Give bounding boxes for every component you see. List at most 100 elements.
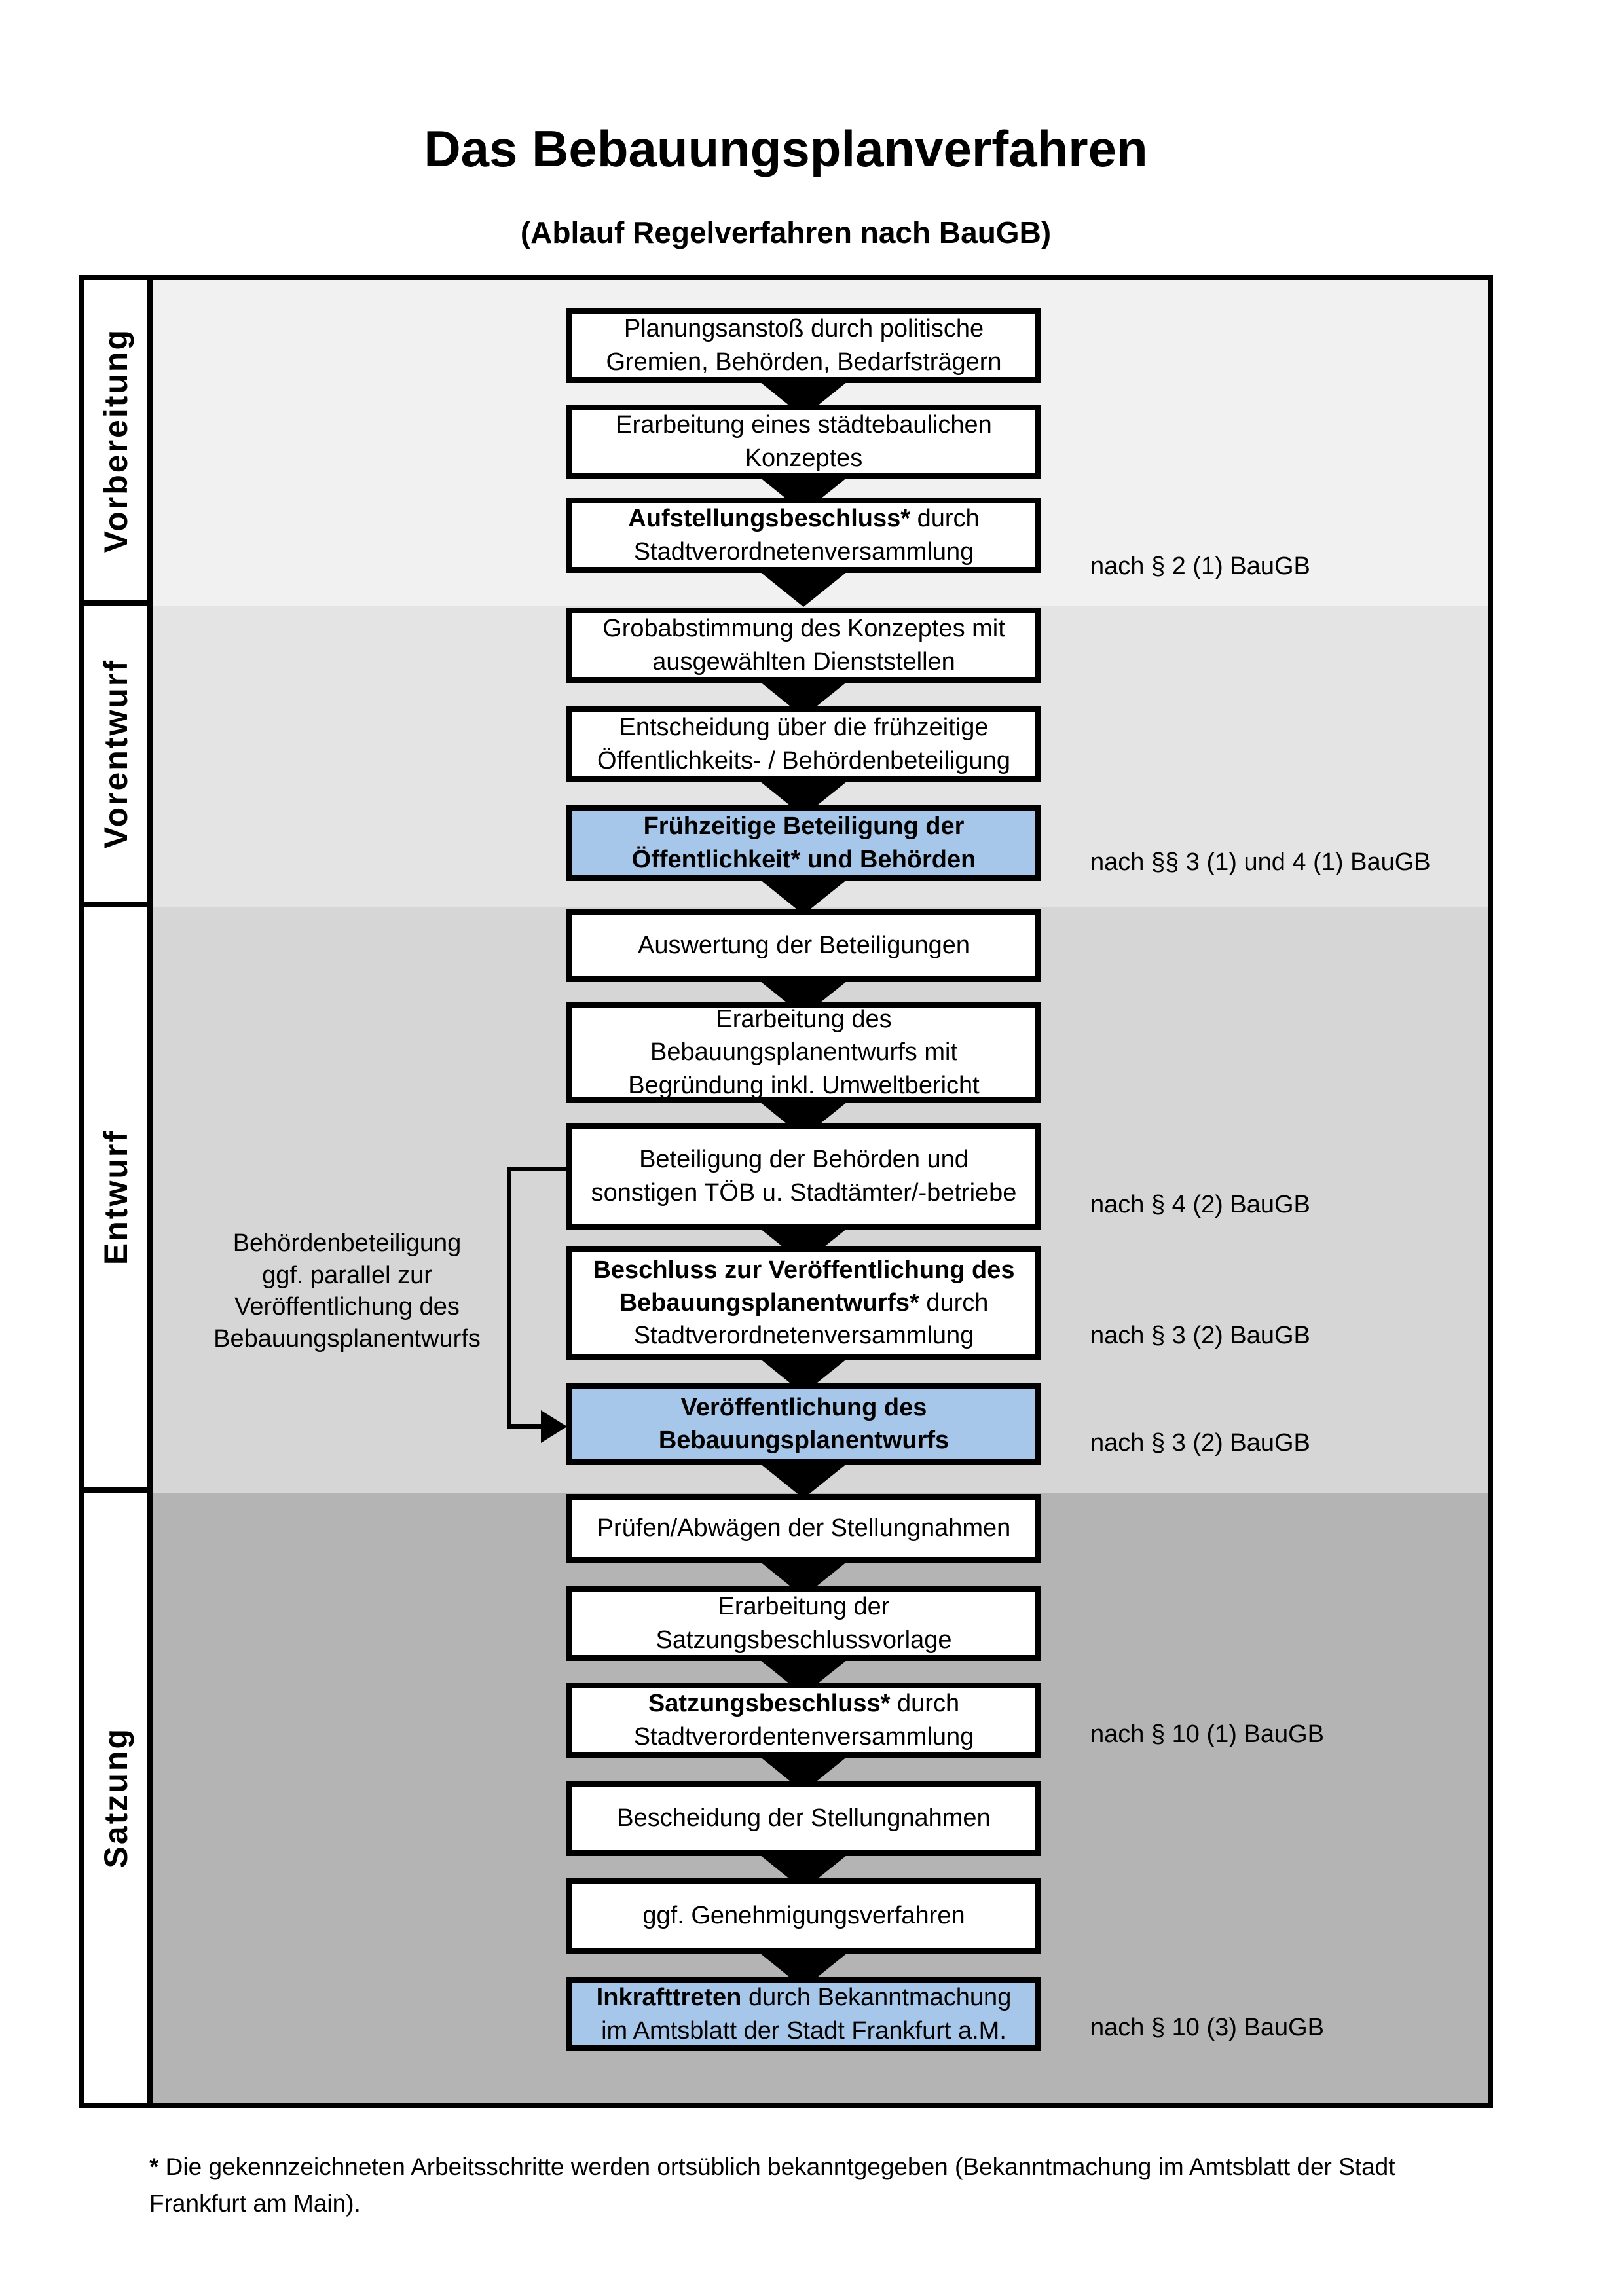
- flow-step-text-segment: Prüfen/Abwägen der Stellungnahmen: [597, 1514, 1011, 1542]
- flow-step-text-segment: Bebauungsplanentwurfs: [658, 1427, 950, 1454]
- flow-step-text-segment: Beschluss zur Veröffentlichung des: [593, 1256, 1015, 1284]
- connector-line-top: [507, 1167, 567, 1171]
- flow-step-text-line: Veröffentlichung des: [681, 1391, 927, 1424]
- flow-step-text-line: Satzungsbeschlussvorlage: [655, 1624, 951, 1656]
- flow-step-text-segment: Veröffentlichung des: [680, 1393, 927, 1421]
- parallel-procedure-note-line: Behördenbeteiligung: [232, 1230, 462, 1257]
- flow-step-auswertung: Auswertung der Beteiligungen: [566, 909, 1041, 982]
- flow-step-text-segment: Begründung inkl. Umweltbericht: [628, 1071, 980, 1099]
- connector-arrowhead-icon: [541, 1410, 567, 1443]
- connector-line-bottom: [507, 1424, 545, 1429]
- flow-step-text-line: Inkrafttreten durch Bekanntmachung: [597, 1981, 1012, 2014]
- flow-step-text-segment: Entscheidung über die frühzeitige: [619, 714, 989, 742]
- down-arrow-icon: [756, 877, 851, 915]
- flow-step-text-line: Prüfen/Abwägen der Stellungnahmen: [597, 1512, 1011, 1544]
- page-title: Das Bebauungsplanverfahren: [424, 120, 1148, 177]
- flow-step-text-segment: Öffentlichkeits- / Behördenbeteiligung: [597, 746, 1010, 774]
- footnote-line2: Frankfurt am Main).: [149, 2189, 361, 2217]
- flow-step-text-segment: Erarbeitung eines städtebaulichen: [616, 411, 992, 439]
- flow-step-text-segment: sonstigen TÖB u. Stadtämter/-betriebe: [591, 1178, 1017, 1207]
- flow-step-text-line: im Amtsblatt der Stadt Frankfurt a.M.: [601, 2014, 1006, 2047]
- flow-step-text-segment: Aufstellungsbeschluss*: [628, 505, 911, 533]
- flow-step-text-line: Begründung inkl. Umweltbericht: [628, 1069, 980, 1102]
- flow-step-text-segment: durch: [910, 505, 980, 533]
- flow-step-text-segment: Auswertung der Beteiligungen: [637, 931, 970, 959]
- flow-step-text-line: ggf. Genehmigungsverfahren: [642, 1899, 965, 1932]
- flow-step-text-line: Stadtverordnetenversammlung: [634, 1319, 974, 1352]
- flow-step-text-line: Frühzeitige Beteiligung der: [644, 810, 965, 843]
- flow-step-text-line: Planungsanstoß durch politische: [624, 312, 984, 345]
- footnote: * Die gekennzeichneten Arbeitsschritte w…: [149, 2149, 1551, 2221]
- flow-step-grobabstimmung: Grobabstimmung des Konzeptes mit ausgewäh…: [566, 608, 1041, 683]
- flow-step-text-line: Beteiligung der Behörden und: [639, 1143, 969, 1176]
- flow-step-text-segment: Inkrafttreten: [596, 1984, 742, 2012]
- flow-step-text-segment: Planungsanstoß durch politische: [623, 315, 984, 343]
- footnote-text1: Die gekennzeichneten Arbeitsschritte wer…: [158, 2153, 1395, 2180]
- phase-sidebar-cell: Vorbereitung: [84, 280, 153, 606]
- flowchart-frame: Vorbereitung Vorentwurf Entwurf Satzung: [79, 275, 1493, 2108]
- flow-step-text-segment: durch Bekanntmachung: [741, 1984, 1012, 2012]
- phase-sidebar-cell: Satzung: [84, 1493, 153, 2103]
- flow-step-text-line: Stadtverordnetenversammlung: [634, 536, 974, 568]
- flow-step-text-segment: Öffentlichkeit* und Behörden: [631, 845, 976, 873]
- law-reference-inkrafttreten: nach § 10 (3) BauGB: [1090, 2014, 1324, 2041]
- law-reference-veroeffentlichung: nach § 3 (2) BauGB: [1090, 1429, 1310, 1457]
- flow-step-text-line: Aufstellungsbeschluss* durch: [628, 502, 979, 535]
- flow-step-text-line: Erarbeitung der: [718, 1590, 890, 1623]
- flow-step-text-segment: Bebauungsplanentwurfs*: [619, 1288, 919, 1317]
- flow-step-text-line: Bebauungsplanentwurfs* durch: [619, 1286, 989, 1319]
- flow-step-text-line: sonstigen TÖB u. Stadtämter/-betriebe: [591, 1176, 1017, 1209]
- flow-step-text-line: Entscheidung über die frühzeitige: [619, 711, 988, 744]
- flow-step-text-segment: Konzeptes: [745, 444, 863, 472]
- flow-step-text-segment: Bescheidung der Stellungnahmen: [617, 1804, 991, 1832]
- flow-step-text-segment: ausgewählten Dienststellen: [652, 647, 955, 676]
- flow-step-text-segment: Erarbeitung der: [718, 1593, 890, 1621]
- flow-step-text-segment: Erarbeitung des: [716, 1006, 892, 1034]
- flow-step-text-segment: Bebauungsplanentwurfs mit: [650, 1038, 957, 1066]
- flow-step-text-line: Erarbeitung eines städtebaulichen: [616, 409, 992, 441]
- flow-step-text-segment: Stadtverordentenversammlung: [633, 1722, 974, 1751]
- flow-step-text-segment: Stadtverordnetenversammlung: [633, 1322, 974, 1350]
- flow-step-text-line: Auswertung der Beteiligungen: [638, 929, 970, 962]
- phase-sidebar-cell: Entwurf: [84, 907, 153, 1493]
- flow-step-text-segment: Satzungsbeschluss*: [648, 1690, 891, 1718]
- down-arrow-icon: [756, 1461, 851, 1499]
- flow-step-text-line: ausgewählten Dienststellen: [652, 646, 955, 678]
- footnote-line1: * Die gekennzeichneten Arbeitsschritte w…: [149, 2149, 1551, 2185]
- parallel-procedure-note-line: Bebauungsplanentwurfs: [213, 1324, 481, 1353]
- flow-step-text-segment: Beteiligung der Behörden und: [639, 1146, 969, 1174]
- flow-step-text-segment: Satzungsbeschlussvorlage: [655, 1626, 952, 1654]
- flow-step-text-segment: Gremien, Behörden, Bedarfsträgern: [606, 348, 1002, 376]
- flow-step-behoerdenbeteiligung: Beteiligung der Behörden und sonstigen TÖ…: [566, 1123, 1041, 1230]
- flow-step-text-line: Satzungsbeschluss* durch: [648, 1687, 959, 1720]
- flow-step-text-line: Grobabstimmung des Konzeptes mit: [602, 612, 1005, 645]
- footnote-asterisk: *: [149, 2153, 159, 2180]
- flow-step-text-line: Beschluss zur Veröffentlichung des: [593, 1254, 1014, 1286]
- parallel-procedure-note-line: Veröffentlichung des: [234, 1293, 460, 1321]
- flow-step-text-line: Gremien, Behörden, Bedarfsträgern: [606, 346, 1001, 378]
- connector-line-vertical: [507, 1167, 511, 1427]
- flow-step-text-segment: im Amtsblatt der Stadt Frankfurt a.M.: [601, 2016, 1006, 2045]
- flow-step-text-segment: Grobabstimmung des Konzeptes mit: [602, 615, 1005, 643]
- law-reference-behoerdenbeteiligung: nach § 4 (2) BauGB: [1090, 1191, 1310, 1218]
- phase-sidebar-cell: Vorentwurf: [84, 606, 153, 907]
- flow-step-text-segment: durch: [919, 1288, 989, 1317]
- flow-step-text-line: Öffentlichkeit* und Behörden: [632, 843, 976, 876]
- law-reference-beschluss-veroeffentlichung: nach § 3 (2) BauGB: [1090, 1322, 1310, 1349]
- page-subtitle: (Ablauf Regelverfahren nach BauGB): [520, 215, 1052, 249]
- flow-step-text-line: Bebauungsplanentwurfs: [659, 1424, 949, 1457]
- down-arrow-icon: [756, 569, 851, 607]
- flow-step-text-segment: Stadtverordnetenversammlung: [633, 538, 974, 566]
- flow-step-text-line: Bebauungsplanentwurfs mit: [650, 1036, 957, 1068]
